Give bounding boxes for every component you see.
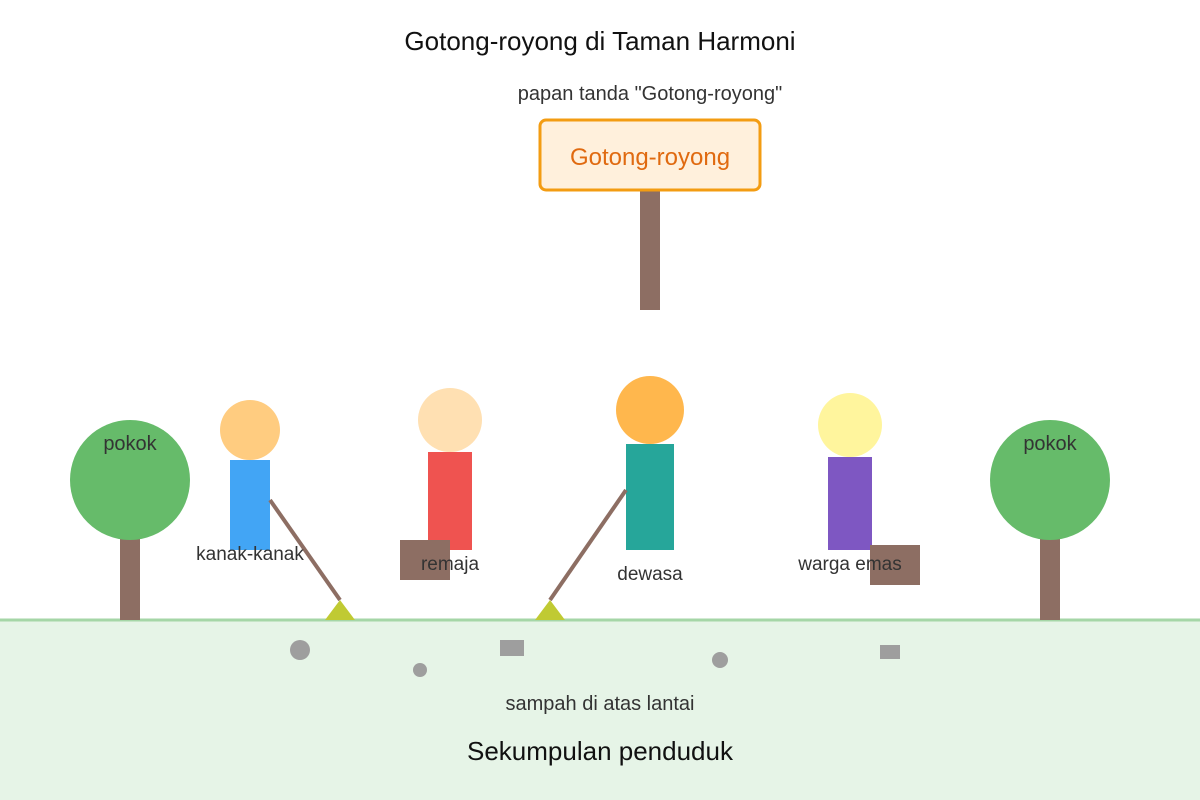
trash-item [500,640,524,656]
child-broom-handle [268,498,342,602]
trash-item [290,640,310,660]
child-broom-head [325,600,355,620]
child-head [220,400,280,460]
child-label: kanak-kanak [196,544,304,565]
tree-trunk-right [1040,530,1060,620]
tree-label-right: pokok [1023,433,1077,455]
diagram-title: Gotong-royong di Taman Harmoni [404,26,795,56]
tree-crown-right [990,420,1110,540]
sign-caption: papan tanda "Gotong-royong" [518,83,782,105]
tree-label-left: pokok [103,433,157,455]
tree-crown-left [70,420,190,540]
adult-label: dewasa [617,564,683,585]
trash-item [413,663,427,677]
trash-item [880,645,900,659]
tree-trunk-left [120,530,140,620]
sign-text: Gotong-royong [570,144,730,171]
child-body [230,460,270,550]
adult-broom-head [535,600,565,620]
teen-body [428,452,472,550]
adult-head [616,376,684,444]
adult-body [626,444,674,550]
adult-broom-handle [548,488,628,602]
crowd-label: Sekumpulan penduduk [467,736,734,766]
trash-label: sampah di atas lantai [505,693,694,715]
sign-board [538,118,762,192]
elder-head [818,393,882,457]
sign-post [640,190,660,310]
teen-trash-bag [400,540,450,580]
trash-item [712,652,728,668]
teen-label: remaja [421,554,480,575]
elder-trash-bag [870,545,920,585]
teen-head [418,388,482,452]
elder-label: warga emas [797,554,902,575]
ground [0,620,1200,800]
elder-body [828,457,872,550]
